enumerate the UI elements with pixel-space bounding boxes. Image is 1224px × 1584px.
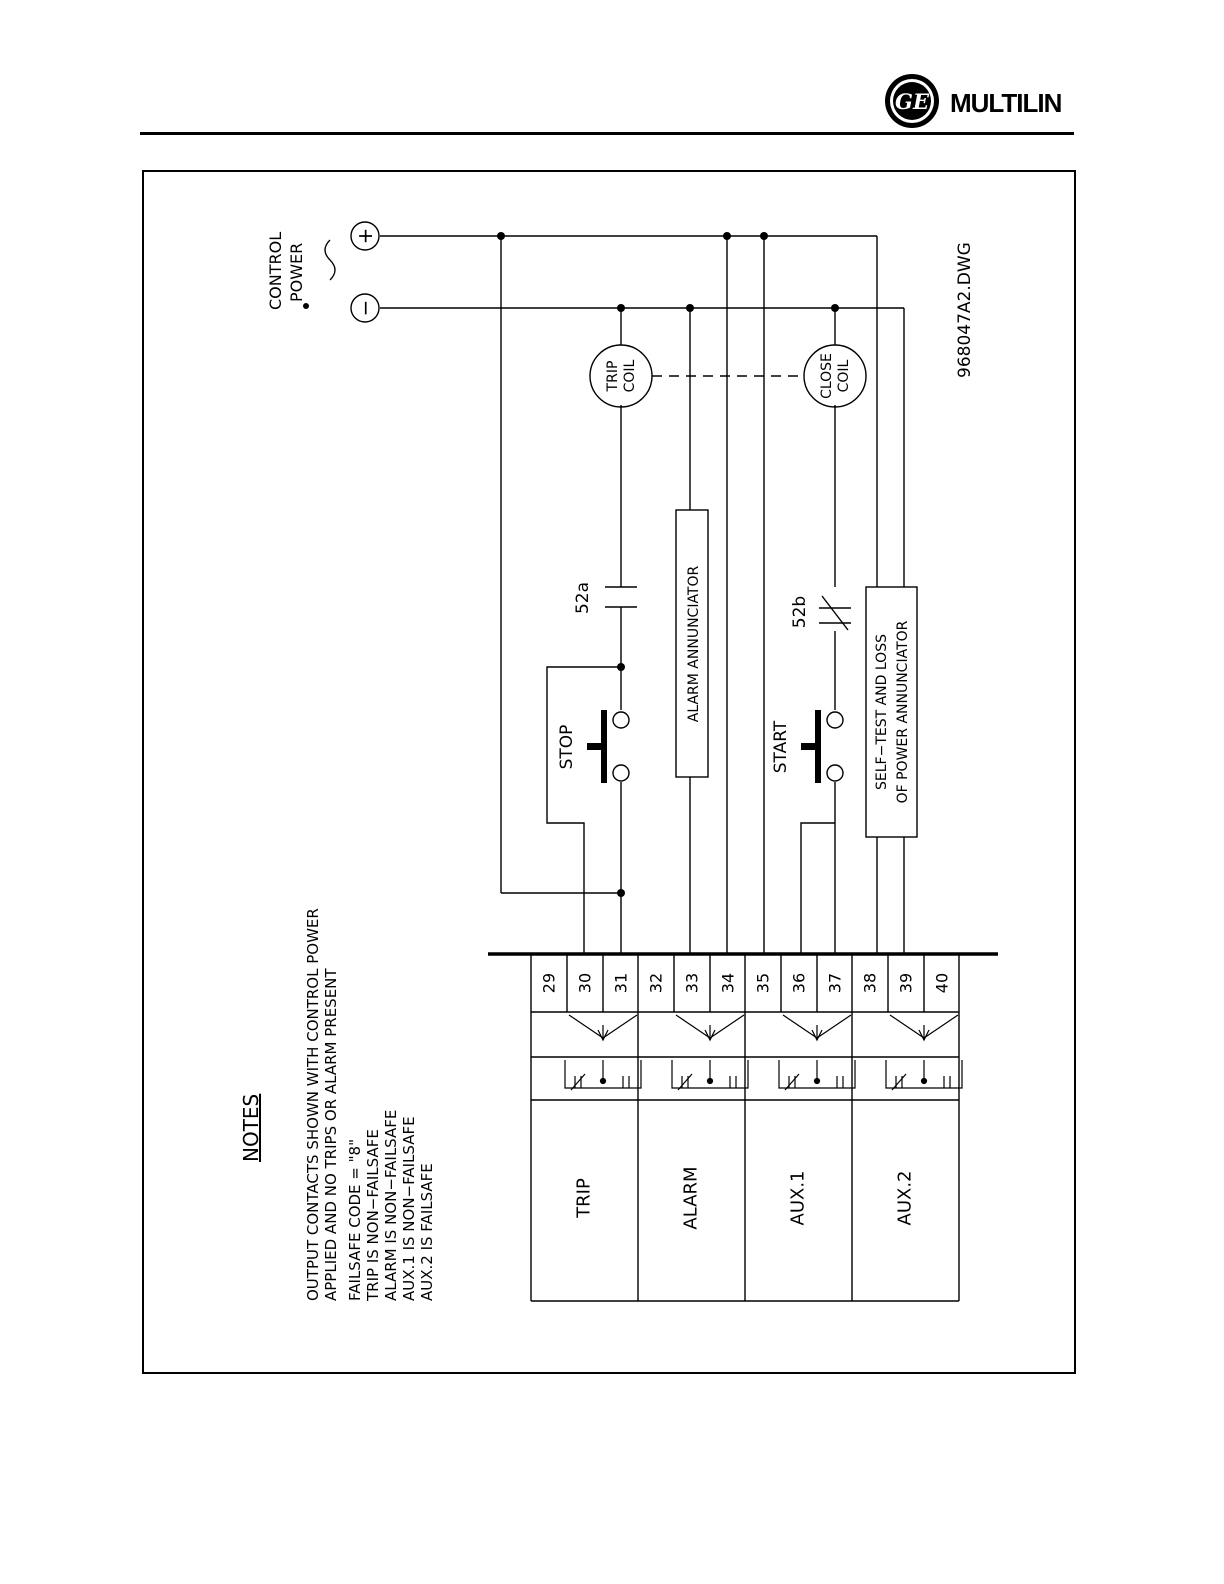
trip-coil-label-1: TRIP [605,361,621,393]
notes-heading: NOTES [239,1094,263,1162]
trip-coil-label-2: COIL [622,359,638,392]
ac-symbol [324,239,336,281]
drawing-frame [142,170,1076,1374]
ge-multilin-logo: GE MULTILIN [885,74,1063,128]
terminal-38: 38 [861,973,880,993]
relay-contact-symbol-aux2 [885,1014,963,1091]
ge-monogram: GE [895,89,930,114]
terminal-32: 32 [647,973,666,993]
note-line-5: ALARM IS NON−FAILSAFE [382,1110,400,1301]
note-line-7: AUX.2 IS FAILSAFE [418,1163,436,1301]
terminal-40: 40 [933,973,952,993]
start-pushbutton [815,710,821,783]
relay-contact-symbol-alarm [671,1014,749,1091]
alarm-annunciator-label: ALARM ANNUNCIATOR [686,565,702,722]
contact-52a-label: 52a [573,582,593,614]
stop-pushbutton [601,710,607,783]
note-line-6: AUX.1 IS NON−FAILSAFE [400,1116,418,1301]
note-line-1: OUTPUT CONTACTS SHOWN WITH CONTROL POWER [304,908,322,1301]
control-power-label-1: CONTROL [266,232,285,310]
relay-contact-symbol-trip [564,1014,642,1091]
close-coil-label-1: CLOSE [819,353,835,399]
note-line-2: APPLIED AND NO TRIPS OR ALARM PRESENT [322,968,340,1301]
start-label: START [771,720,791,773]
terminal-34: 34 [719,973,738,993]
junction-dots [303,232,839,897]
header-rule [140,132,1074,135]
note-line-4: TRIP IS NON−FAILSAFE [364,1129,382,1302]
close-coil-label-2: COIL [836,359,852,392]
relay-label-aux2: AUX.2 [895,1171,916,1226]
contact-52b-label: 52b [790,596,810,628]
terminal-31: 31 [612,973,631,993]
note-line-3: FAILSAFE CODE = "8" [346,1139,364,1301]
relay-contact-symbol-aux1 [778,1014,856,1091]
terminal-29: 29 [540,973,559,993]
drawing-number: 968047A2.DWG [955,242,975,378]
relay-label-aux1: AUX.1 [788,1171,809,1226]
terminal-36: 36 [790,973,809,993]
control-power-terminals: + − [350,221,380,323]
terminal-39: 39 [897,973,916,993]
terminal-37: 37 [826,973,845,993]
stop-label: STOP [557,725,577,770]
relay-label-trip: TRIP [574,1178,595,1219]
terminal-33: 33 [683,973,702,993]
terminal-35: 35 [754,973,773,993]
terminal-30: 30 [576,973,595,993]
brand-name: MULTILIN [950,88,1062,118]
negative-terminal: − [353,300,377,317]
selftest-annunciator-line2: OF POWER ANNUNCIATOR [895,620,911,803]
relay-label-alarm: ALARM [681,1166,702,1229]
control-power-label-2: POWER [287,243,306,302]
positive-terminal: + [353,228,377,245]
selftest-annunciator-line1: SELF−TEST AND LOSS [874,634,890,790]
